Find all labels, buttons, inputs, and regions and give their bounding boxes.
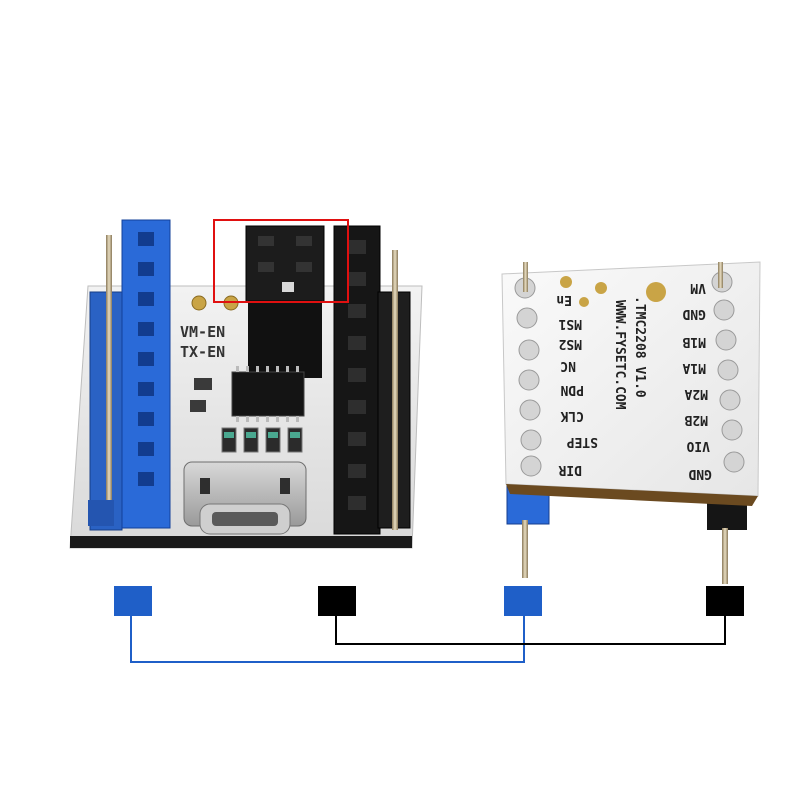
board-pin	[523, 262, 528, 292]
pin-label-nc: NC	[560, 358, 576, 373]
left-pin-labels: En MS1 MS2 NC PDN CLK STEP DIR	[556, 292, 598, 477]
usb-adapter-board: VM-EN TX-EN	[69, 219, 423, 549]
smd-row	[221, 427, 303, 453]
micro-usb-connector	[183, 461, 307, 535]
pin-label-m1b: M1B	[682, 334, 706, 349]
blue-marker-left	[114, 586, 152, 616]
pin-label-ms2: MS2	[559, 336, 582, 351]
tmc2208-driver-board: En MS1 MS2 NC PDN CLK STEP DIR VM GND M1…	[501, 261, 761, 584]
pin-label-step: STEP	[567, 434, 598, 449]
blue-socket-header	[121, 219, 171, 529]
silk-vm-en: VM-EN	[180, 323, 225, 341]
via	[560, 276, 572, 288]
board-pin	[722, 528, 728, 584]
black-connection-line	[335, 616, 726, 645]
blue-marker-right	[504, 586, 542, 616]
board-pin	[522, 520, 528, 578]
pin-label-clk: CLK	[560, 408, 584, 423]
pin-label-m1a: M1A	[682, 360, 706, 375]
pin-label-m2a: M2A	[684, 386, 708, 401]
mount-hole	[191, 295, 207, 311]
pin-label-gnd-2: GND	[688, 466, 712, 481]
mount-hole	[646, 282, 666, 302]
black-marker-left	[318, 586, 356, 616]
black-socket-header	[333, 225, 381, 535]
model-text: .TMC2208 V1.0	[632, 296, 647, 398]
smd-component	[194, 378, 212, 390]
via	[579, 297, 589, 307]
jumper-highlight-box	[213, 219, 349, 303]
pin-label-vio: VIO	[686, 438, 710, 453]
tmc-pcb	[501, 261, 761, 497]
pin-label-vm: VM	[690, 280, 706, 295]
wiring-legend	[114, 586, 744, 663]
left-blue-pin-header	[88, 235, 123, 531]
pin-label-gnd: GND	[682, 306, 706, 321]
pin-label-en: En	[556, 292, 572, 307]
adapter-pcb-edge	[70, 536, 412, 548]
smd-component	[190, 400, 206, 412]
via	[595, 282, 607, 294]
url-text: WWW.FYSETC.COM	[612, 300, 627, 410]
right-pin-pads	[711, 271, 745, 473]
right-black-pin-header	[377, 250, 411, 530]
usb-serial-chip	[231, 371, 305, 417]
pin-label-dir: DIR	[558, 462, 582, 477]
jumper-header	[245, 225, 325, 378]
pin-label-pdn: PDN	[560, 382, 584, 397]
right-pin-labels: VM GND M1B M1A M2A M2B VIO GND	[682, 280, 712, 481]
black-marker-right	[706, 586, 744, 616]
header-pin	[392, 250, 398, 530]
pin-label-ms1: MS1	[558, 316, 582, 331]
header-pin	[106, 235, 112, 525]
board-pin	[718, 262, 723, 288]
blue-connection-line	[130, 616, 525, 663]
pin-label-m2b: M2B	[684, 412, 708, 427]
silk-tx-en: TX-EN	[180, 343, 225, 361]
